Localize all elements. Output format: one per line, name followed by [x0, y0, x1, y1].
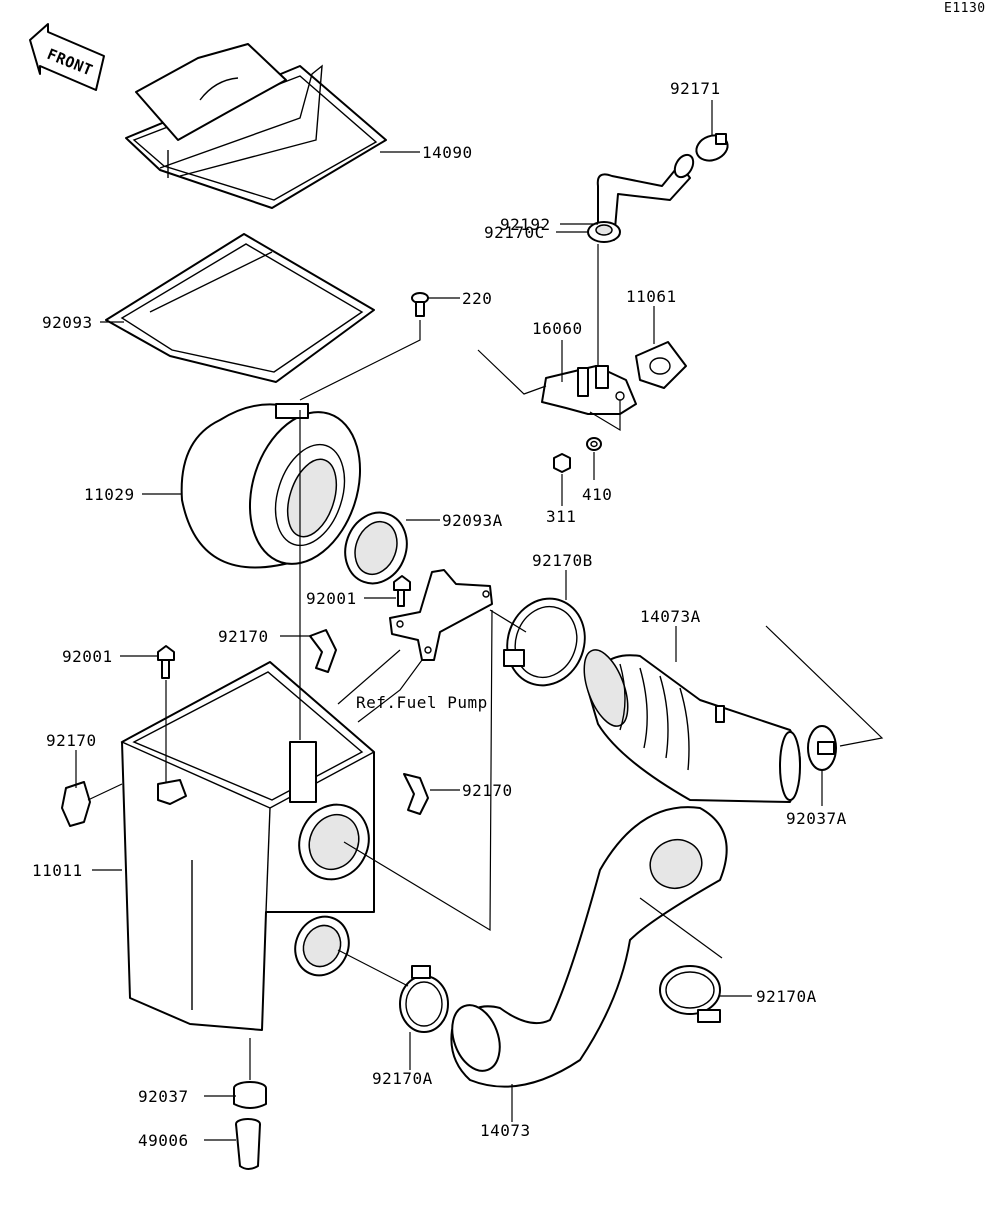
intake-duct-14073	[450, 806, 728, 1088]
label-410: 410	[582, 485, 612, 504]
label-92037A: 92037A	[786, 809, 847, 828]
front-arrow: FRONT	[29, 23, 105, 91]
clamp-92170A-right	[659, 965, 721, 1023]
label-11029: 11029	[84, 485, 135, 504]
label-49006: 49006	[138, 1131, 189, 1150]
clamp-92037A	[807, 725, 837, 771]
bolt-92001-upper	[393, 575, 411, 607]
intake-boot-14073A	[583, 649, 801, 803]
clip-92170C	[587, 221, 621, 243]
label-92170A-left: 92170A	[372, 1069, 433, 1088]
bracket	[389, 569, 493, 661]
label-92093A: 92093A	[442, 511, 503, 530]
label-14073: 14073	[480, 1121, 531, 1140]
clamp-92170B	[503, 597, 586, 687]
screw-220	[411, 292, 429, 317]
bolt-92001-left	[157, 645, 175, 679]
breather-hose-92192	[596, 153, 695, 241]
clamp-92170A-left	[399, 965, 449, 1033]
clip-92170-left	[61, 781, 91, 827]
label-92037: 92037	[138, 1087, 189, 1106]
label-92192: 92192	[500, 215, 551, 234]
gasket-11061	[635, 341, 687, 389]
label-220: 220	[462, 289, 492, 308]
label-92170C: 92170C	[484, 223, 545, 242]
label-14090: 14090	[422, 143, 473, 162]
nut-311	[553, 453, 571, 473]
seal-ring-92093A	[344, 511, 408, 585]
part-labels: 14090 92093 220 11029 92093A 92001 92001…	[32, 79, 847, 1150]
label-92001-left: 92001	[62, 647, 113, 666]
label-92093: 92093	[42, 313, 93, 332]
clip-92170-right	[403, 773, 429, 815]
label-92171: 92171	[670, 79, 721, 98]
label-311: 311	[546, 507, 576, 526]
label-92170-left: 92170	[46, 731, 97, 750]
clamp-92037	[233, 1081, 267, 1109]
clip-92170-top	[309, 629, 337, 673]
label-14073A: 14073A	[640, 607, 701, 626]
breather-body-16060	[541, 365, 637, 415]
leader-lines	[75, 100, 884, 1141]
label-92170B: 92170B	[532, 551, 593, 570]
label-92170-right: 92170	[462, 781, 513, 800]
washer-410	[586, 437, 602, 451]
filter-element-frame	[105, 233, 375, 383]
air-cleaner-cover	[125, 43, 387, 209]
diagram-code: E1130	[944, 1, 986, 16]
ref-fuel-pump-note: Ref.Fuel Pump	[356, 693, 488, 712]
air-cleaner-case	[120, 661, 376, 1031]
label-92170-top: 92170	[218, 627, 269, 646]
label-11061: 11061	[626, 287, 677, 306]
label-92170A-right: 92170A	[756, 987, 817, 1006]
drain-tube-49006	[235, 1118, 261, 1170]
label-11011: 11011	[32, 861, 83, 880]
label-16060: 16060	[532, 319, 583, 338]
label-92001-upper: 92001	[306, 589, 357, 608]
clip-92171	[695, 133, 729, 162]
